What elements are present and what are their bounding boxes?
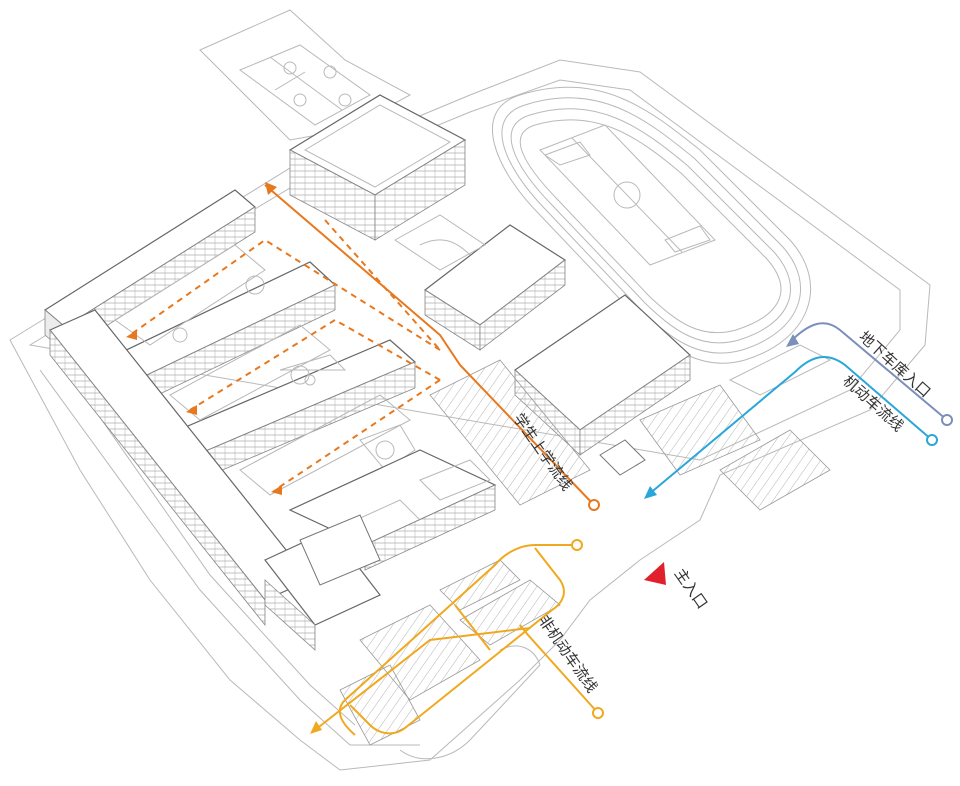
- nonmotor-flow-origin-south: [592, 707, 604, 719]
- central-building: [394, 214, 567, 351]
- student-flow-route: [126, 182, 600, 511]
- site-boundary: [9, 9, 931, 771]
- nonmotor-flow-route: [310, 539, 604, 736]
- garage-flow-arrow: [786, 334, 799, 347]
- student-flow-arrow-north: [265, 182, 277, 195]
- running-track: [492, 86, 812, 364]
- main-entrance-marker: [644, 562, 666, 585]
- garage-flow-route: [786, 322, 953, 426]
- vehicle-flow-label: 机动车流线: [839, 372, 907, 436]
- basketball-courts: [238, 44, 371, 126]
- main-entrance-label: 主入口: [671, 565, 712, 612]
- garage-flow-origin: [941, 414, 953, 426]
- entrance-plaza: [429, 344, 832, 511]
- classroom-building-north: [43, 189, 257, 353]
- vehicle-flow-route: [644, 356, 938, 499]
- nonmotor-flow-origin-north: [571, 539, 583, 551]
- student-flow-arrow-west-3: [271, 485, 282, 495]
- nonmotor-flow-arrow: [310, 721, 322, 734]
- south-block: [288, 449, 497, 586]
- student-flow-origin: [588, 499, 600, 511]
- student-flow-arrow-west-1: [126, 330, 137, 340]
- vehicle-flow-arrow: [644, 486, 657, 499]
- student-flow-arrow-west-2: [186, 405, 197, 415]
- vehicle-flow-origin: [926, 434, 938, 446]
- sports-hall: [514, 294, 691, 476]
- gymnasium-north: [288, 94, 467, 241]
